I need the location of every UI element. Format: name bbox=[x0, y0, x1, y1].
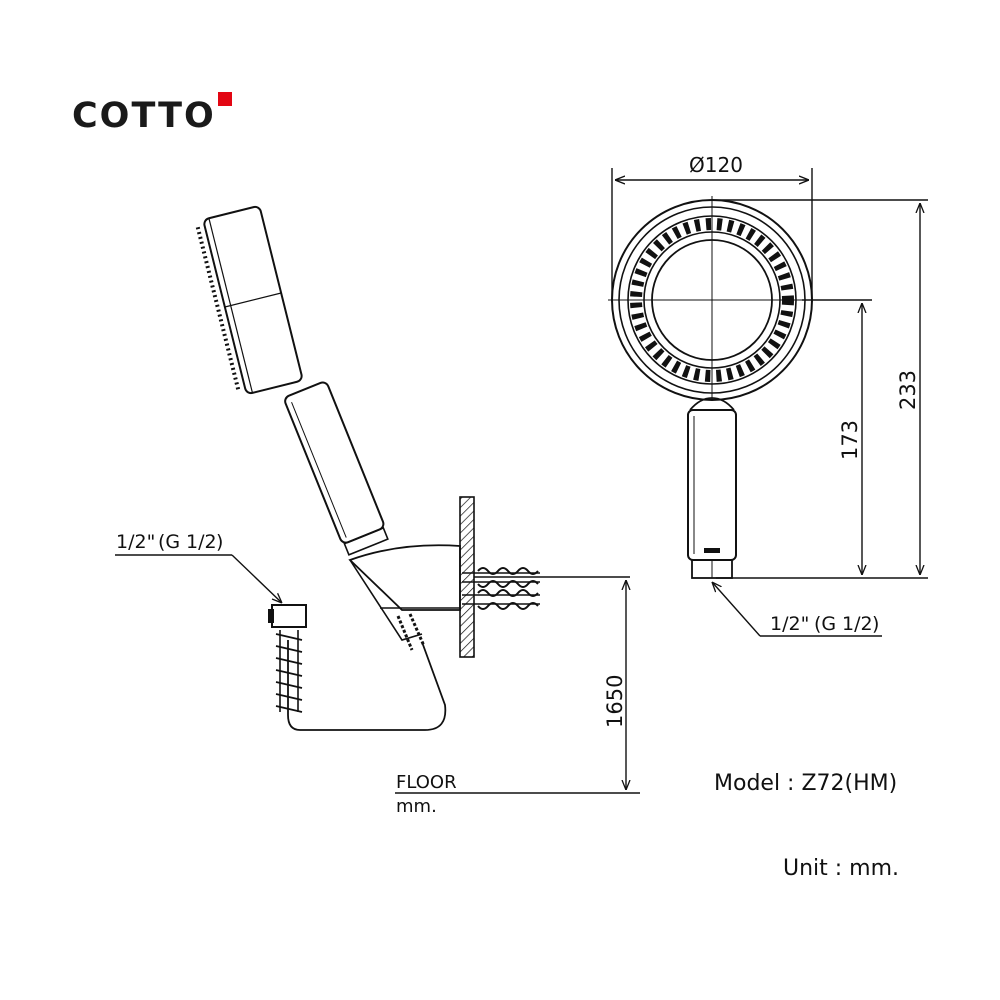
thread-right-fraction: 1/2 bbox=[842, 613, 873, 635]
side-bracket bbox=[348, 544, 461, 611]
thread-right-close: ) bbox=[872, 613, 879, 635]
thread-left-whole: 1/2" bbox=[116, 531, 155, 553]
side-handle bbox=[284, 381, 389, 556]
brand-name: COTTO bbox=[72, 96, 216, 136]
unit-label: Unit : mm. bbox=[783, 856, 900, 881]
thread-right-whole: 1/2" bbox=[770, 613, 809, 635]
thread-left-fraction: 1/2 bbox=[186, 531, 217, 553]
front-handle bbox=[687, 409, 737, 561]
side-shower-head bbox=[195, 205, 303, 395]
dimension-total-height: 233 bbox=[896, 370, 920, 410]
thread-label-right: 1/2" (G 1/2 ) bbox=[770, 613, 879, 635]
dimension-handle-height: 173 bbox=[838, 420, 862, 460]
dimension-mount-height: 1650 bbox=[603, 675, 627, 728]
thread-left-close: ) bbox=[216, 531, 223, 553]
front-dimensions bbox=[611, 168, 928, 637]
dimension-diameter: Ø120 bbox=[689, 153, 743, 177]
floor-label: FLOOR bbox=[396, 772, 457, 793]
side-view bbox=[195, 205, 540, 731]
side-hose bbox=[287, 640, 447, 731]
brand-accent-square bbox=[218, 92, 232, 106]
brand-logo: COTTO bbox=[72, 92, 242, 142]
floor-unit-label: mm. bbox=[396, 796, 437, 817]
side-wall bbox=[459, 496, 475, 658]
thread-label-left: 1/2" (G 1/2 ) bbox=[116, 531, 223, 553]
thread-right-open: (G bbox=[814, 613, 836, 635]
front-view bbox=[608, 196, 816, 579]
side-hose-nut bbox=[268, 604, 307, 713]
side-dimensions bbox=[115, 554, 640, 794]
side-screws bbox=[462, 567, 540, 610]
thread-left-open: (G bbox=[158, 531, 180, 553]
model-label: Model : Z72(HM) bbox=[714, 771, 898, 796]
